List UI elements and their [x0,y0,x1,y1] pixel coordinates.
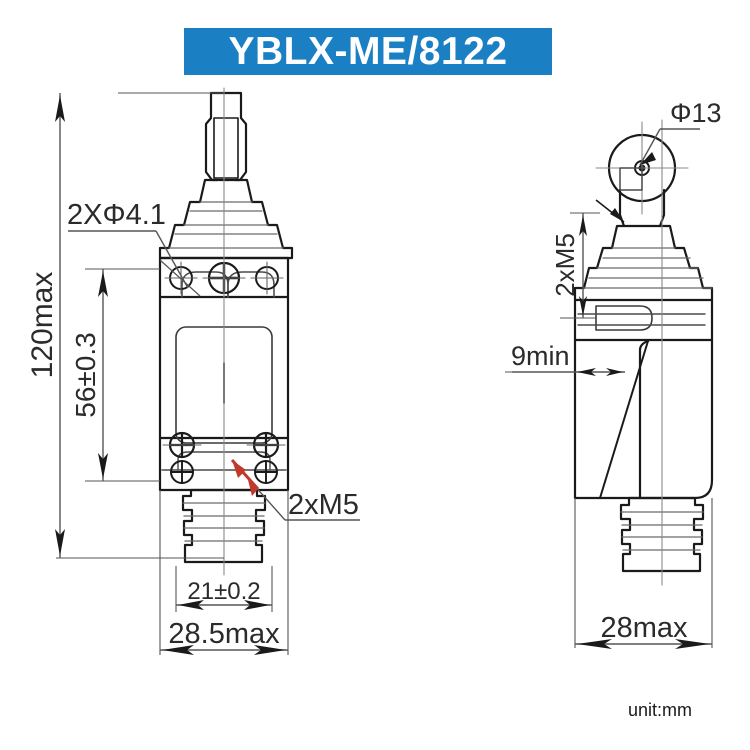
dim-overall-depth: 28max [575,612,712,649]
unit-note: unit:mm [628,700,693,720]
dim-overall-height: 120max [26,93,65,558]
dim-inner-width-label: 21±0.2 [187,578,260,605]
dim-overall-depth-label: 28max [600,612,688,644]
dim-overall-width: 28.5max [160,618,288,655]
dim-mounting-hole-size-label: 2XΦ4.1 [67,199,166,231]
dim-overall-height-label: 120max [26,272,59,379]
side-mounting-lug [573,298,714,342]
dim-roller-diameter-label: Φ13 [670,98,722,128]
side-bellows-boot [573,224,714,302]
dim-mounting-hole-spacing-label: 56±0.3 [70,332,101,417]
dim-mounting-hole-size: 2XΦ4.1 [67,199,201,297]
side-switch-body [573,338,714,500]
page-title: YBLX-ME/8122 [228,30,508,73]
dim-roller-diameter: Φ13 [639,98,722,166]
dim-thread-size-front-label: 2xM5 [288,489,359,521]
dim-thread-size-side: 2xM5 [550,199,625,318]
dim-min-clearance: 9min [511,341,625,376]
dim-thread-size-front: 2xM5 [230,458,360,521]
dim-inner-width: 21±0.2 [176,578,272,610]
dim-mounting-hole-spacing: 56±0.3 [70,269,108,481]
title-banner: YBLX-ME/8122 [184,28,552,75]
dim-min-clearance-label: 9min [511,341,570,371]
dim-thread-size-side-label: 2xM5 [550,233,580,297]
dim-overall-width-label: 28.5max [168,618,280,650]
roller [595,121,689,228]
